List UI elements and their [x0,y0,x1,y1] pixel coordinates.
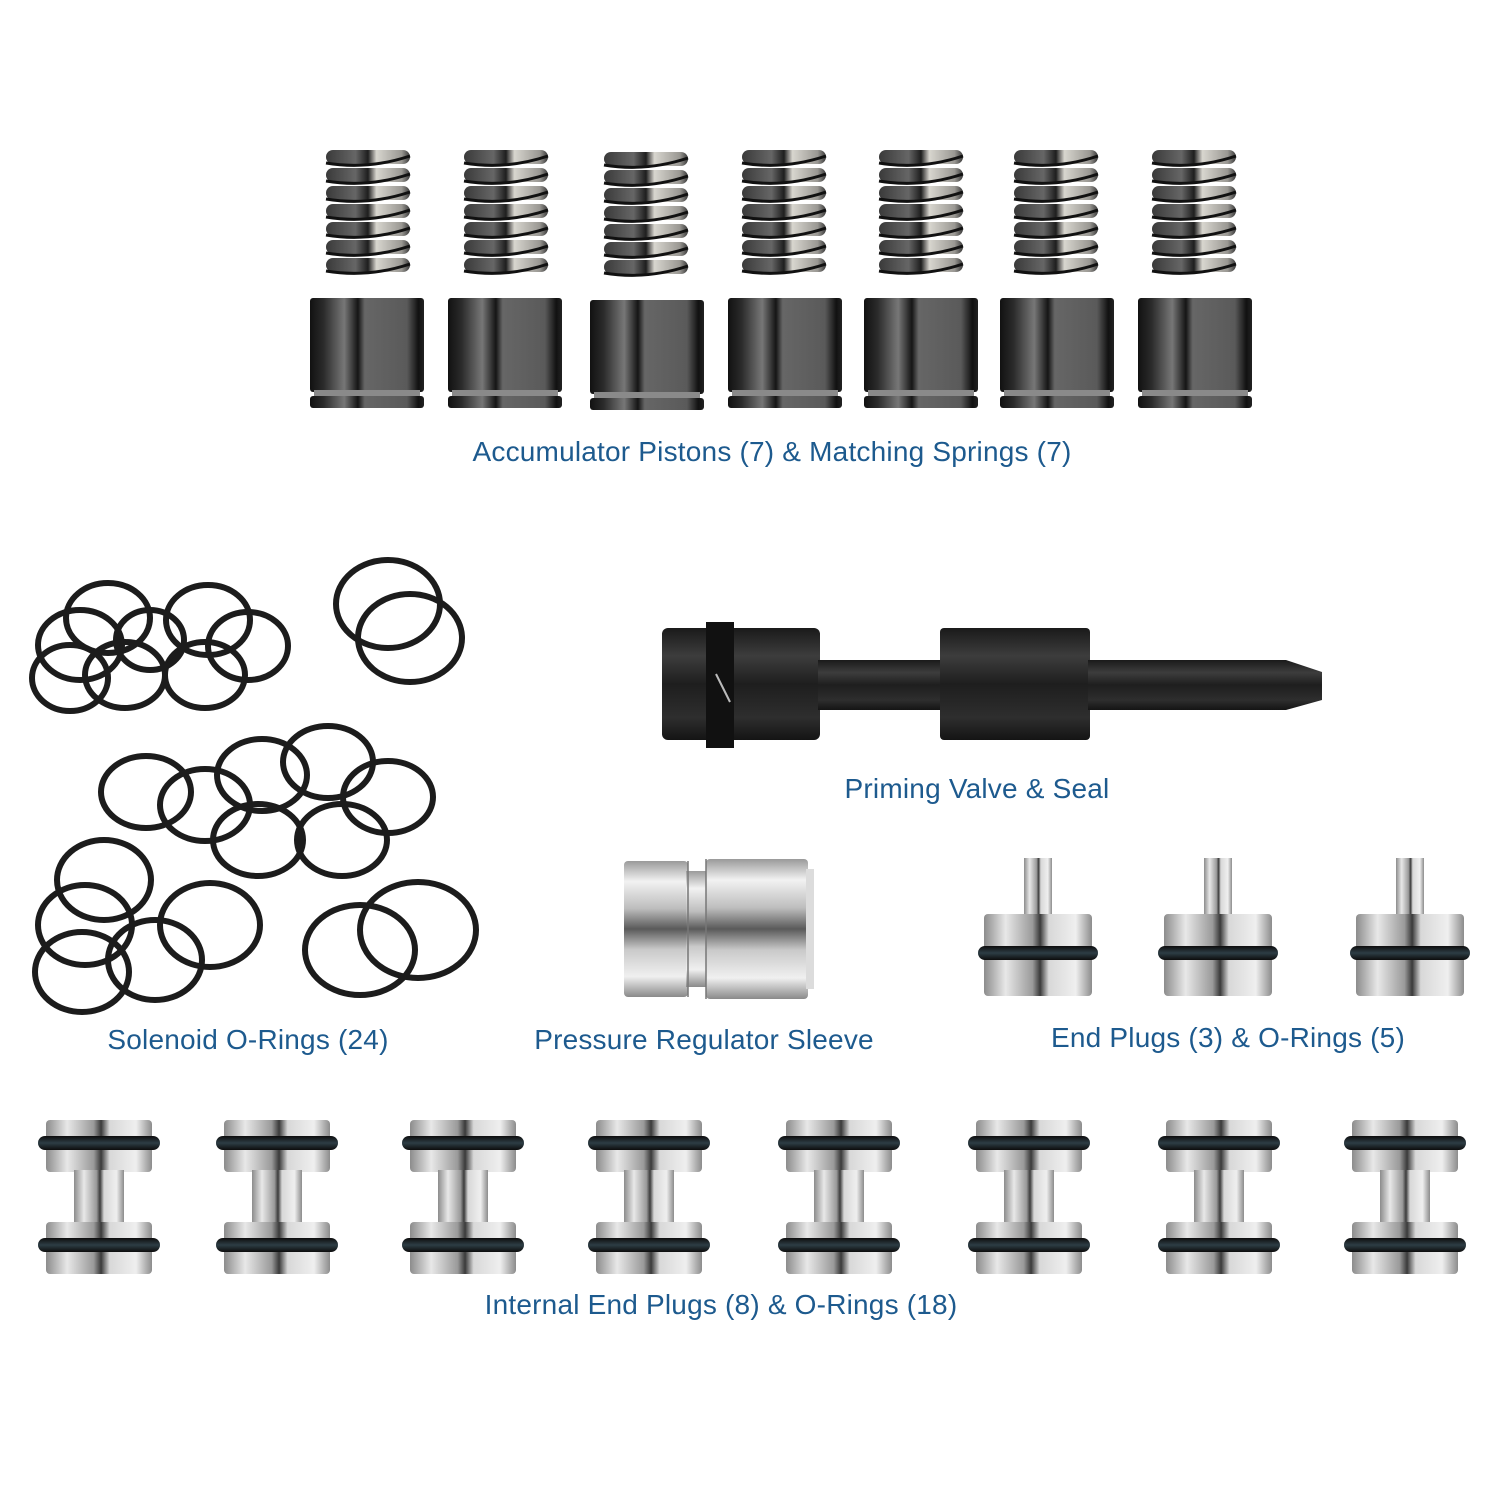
spring-icon [878,150,964,275]
solenoid-label: Solenoid O-Rings (24) [107,1024,389,1055]
end-plug-icon [1158,858,1278,996]
spring-icon [1013,150,1099,275]
spring-icon [325,150,411,275]
end-plug-icon [978,858,1098,996]
end-plug-icon [1350,858,1470,996]
spring-icon [603,152,689,277]
spring-icon [1151,150,1237,275]
piston-icon [864,298,978,408]
internal-plug-icon [216,1120,338,1274]
internal-plug-icon [1158,1120,1280,1274]
internal-plug-icon [968,1120,1090,1274]
internal-plug-icon [778,1120,900,1274]
piston-icon [1000,298,1114,408]
internal-plug-icon [38,1120,160,1274]
solenoid-orings-icon [29,557,479,1015]
spring-icon [463,150,549,275]
accumulator-label: Accumulator Pistons (7) & Matching Sprin… [472,436,1072,467]
sleeve-icon [624,859,814,999]
piston-icon [590,300,704,410]
piston-icon [1138,298,1252,408]
internal-plug-icon [588,1120,710,1274]
piston-icon [448,298,562,408]
priming-label: Priming Valve & Seal [844,773,1110,804]
piston-icon [728,298,842,408]
internal-plugs-label: Internal End Plugs (8) & O-Rings (18) [484,1289,958,1320]
accumulator-group: Accumulator Pistons (7) & Matching Sprin… [0,0,1500,480]
internal-plug-icon [1344,1120,1466,1274]
piston-icon [310,298,424,408]
spring-icon [741,150,827,275]
priming-valve-icon [662,622,1322,748]
internal-plug-icon [402,1120,524,1274]
sleeve-label: Pressure Regulator Sleeve [534,1024,874,1055]
end-plugs-label: End Plugs (3) & O-Rings (5) [1051,1022,1405,1053]
